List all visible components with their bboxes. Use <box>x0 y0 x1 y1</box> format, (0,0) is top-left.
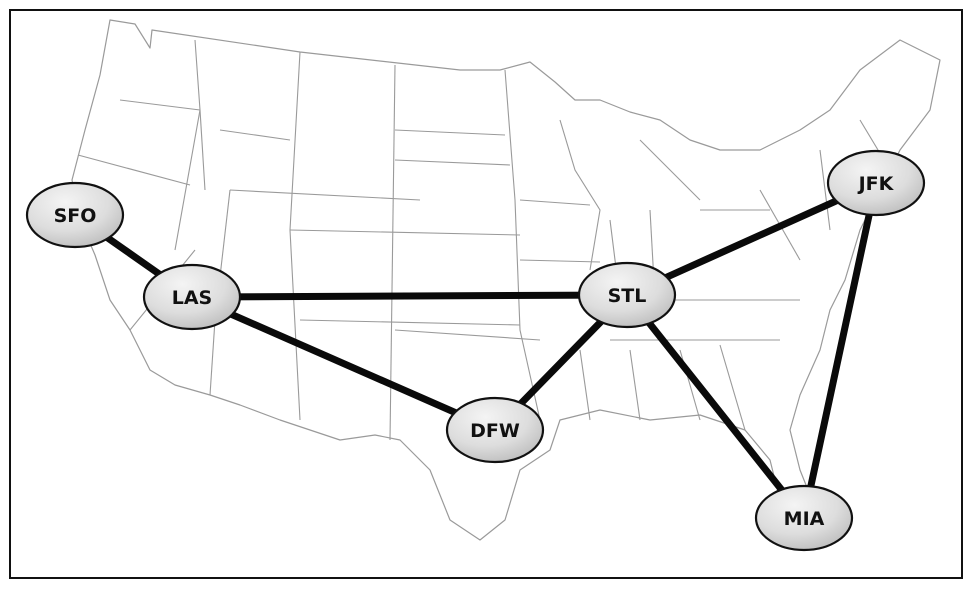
route-stl-mia <box>623 291 808 522</box>
route-las-dfw <box>188 293 499 434</box>
airport-label: LAS <box>172 287 213 309</box>
airport-node-stl: STL <box>577 261 677 329</box>
airport-ellipse <box>826 149 926 217</box>
airport-node-las: LAS <box>142 263 242 331</box>
airport-node-sfo: SFO <box>25 181 125 249</box>
route-stl-jfk <box>623 179 880 299</box>
airport-label: SFO <box>54 205 97 227</box>
airports-layer: SFO LAS STL DFW JFK MIA <box>25 149 926 552</box>
airport-label: STL <box>608 285 647 307</box>
airport-label: MIA <box>784 508 825 530</box>
airport-ellipse <box>445 396 545 464</box>
route-jfk-mia <box>800 179 880 522</box>
airport-ellipse <box>142 263 242 331</box>
airport-ellipse <box>25 181 125 249</box>
airport-ellipse <box>577 261 677 329</box>
airport-label: JFK <box>857 173 895 195</box>
airport-ellipse <box>754 484 854 552</box>
airport-node-mia: MIA <box>754 484 854 552</box>
route-las-stl <box>188 291 631 301</box>
us-map <box>71 19 941 541</box>
airport-label: DFW <box>470 420 520 442</box>
airport-node-dfw: DFW <box>445 396 545 464</box>
airport-node-jfk: JFK <box>826 149 926 217</box>
